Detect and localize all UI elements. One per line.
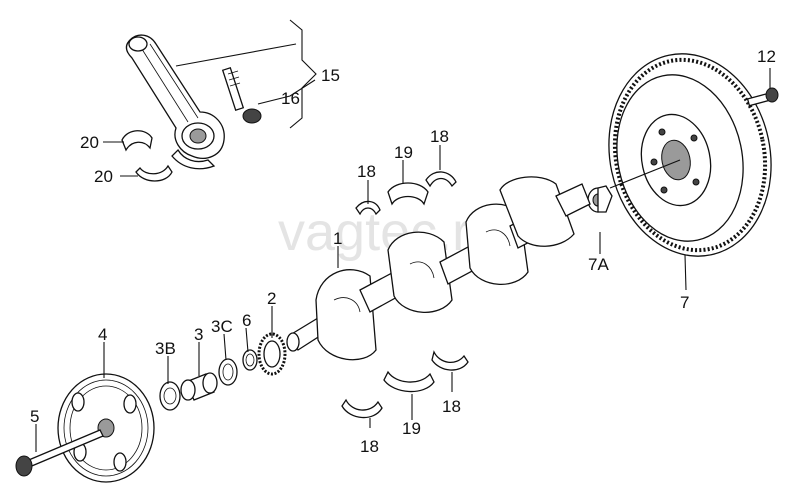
callout-3c: 3C bbox=[211, 317, 233, 336]
callout-18-lower-right: 18 bbox=[442, 397, 461, 416]
callout-5: 5 bbox=[30, 407, 39, 426]
callout-6: 6 bbox=[242, 311, 251, 330]
callout-1: 1 bbox=[333, 229, 342, 248]
callout-19-lower: 19 bbox=[402, 419, 421, 438]
callout-19-upper: 19 bbox=[394, 143, 413, 162]
callout-4: 4 bbox=[98, 325, 107, 344]
crankshaft bbox=[286, 176, 591, 361]
thrust-washer-lower-right bbox=[431, 350, 469, 371]
flywheel-bolt bbox=[746, 87, 779, 107]
circlip-3c bbox=[218, 358, 238, 386]
rod-bolt bbox=[221, 66, 262, 124]
connecting-rod bbox=[125, 34, 225, 170]
callout-12: 12 bbox=[757, 47, 776, 66]
callout-20-lower: 20 bbox=[94, 167, 113, 186]
thrust-washer-upper-right bbox=[425, 171, 457, 188]
callout-16: 16 bbox=[281, 89, 300, 108]
vibration-damper-pulley bbox=[57, 373, 155, 483]
callout-18-upper-left: 18 bbox=[357, 162, 376, 181]
main-bearing-shell-upper bbox=[387, 182, 429, 206]
leader-lines bbox=[35, 68, 771, 452]
callout-3b: 3B bbox=[155, 339, 176, 358]
seal-ring-6 bbox=[242, 349, 258, 371]
pulley-bolt bbox=[15, 429, 104, 477]
callout-20-upper: 20 bbox=[80, 133, 99, 152]
callout-2: 2 bbox=[267, 289, 276, 308]
washer-3b bbox=[159, 381, 181, 411]
pilot-bushing bbox=[587, 185, 613, 213]
callout-3: 3 bbox=[194, 325, 203, 344]
thrust-washer-upper-left bbox=[355, 200, 381, 216]
callout-18-lower-left: 18 bbox=[360, 437, 379, 456]
callout-bracket-15 bbox=[175, 19, 317, 129]
crank-sprocket bbox=[257, 332, 287, 376]
flywheel bbox=[608, 53, 772, 257]
rod-bearing-shell-upper bbox=[121, 130, 153, 152]
callout-7a: 7A bbox=[588, 255, 609, 274]
spacer-sleeve-3 bbox=[180, 372, 218, 401]
rod-bearing-shell-lower bbox=[135, 164, 173, 182]
callout-15: 15 bbox=[321, 66, 340, 85]
callout-18-upper-right: 18 bbox=[430, 127, 449, 146]
thrust-washer-lower-left bbox=[341, 398, 383, 419]
callout-7: 7 bbox=[680, 293, 689, 312]
main-bearing-shell-lower bbox=[383, 370, 435, 393]
